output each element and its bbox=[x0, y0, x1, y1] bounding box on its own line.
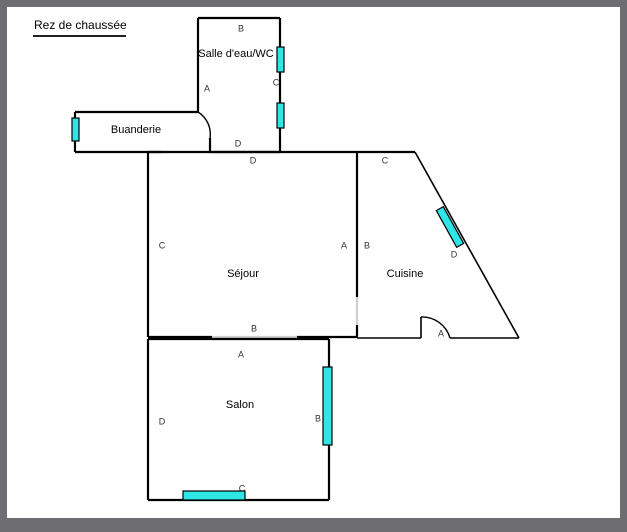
side-label-salon-a: A bbox=[238, 349, 244, 359]
side-label-salon-b: B bbox=[315, 413, 321, 423]
room-salon[interactable]: Salon A D B C bbox=[146, 337, 331, 502]
window-salle-deau-lower[interactable] bbox=[276, 102, 285, 129]
page-title: Rez de chaussée bbox=[34, 18, 127, 32]
window-salle-deau-upper[interactable] bbox=[276, 46, 285, 73]
side-label-sejour-b: B bbox=[251, 323, 257, 333]
side-label-cuisine-a: A bbox=[438, 328, 444, 338]
side-label-cuisine-d: D bbox=[451, 249, 458, 259]
door-arc-buanderie bbox=[197, 111, 211, 139]
room-label-salle-deau-wc: Salle d'eau/WC bbox=[198, 48, 274, 60]
room-buanderie[interactable]: Buanderie bbox=[73, 110, 211, 154]
side-label-cuisine-b: B bbox=[364, 240, 370, 250]
side-label-salle-deau-d: D bbox=[235, 138, 242, 148]
window-salon-south[interactable] bbox=[182, 490, 246, 501]
room-label-sejour: Séjour bbox=[227, 268, 259, 280]
window-cuisine-diagonal[interactable] bbox=[435, 205, 465, 249]
side-label-sejour-c: C bbox=[159, 240, 166, 250]
wall-cuisine-diagonal bbox=[414, 151, 520, 339]
side-label-salle-deau-c: C bbox=[273, 77, 280, 87]
room-sejour[interactable]: Séjour D C A B bbox=[146, 150, 359, 339]
side-label-sejour-a: A bbox=[341, 240, 347, 250]
side-label-salon-c: C bbox=[239, 483, 246, 493]
window-buanderie-west[interactable] bbox=[71, 117, 80, 142]
room-label-cuisine: Cuisine bbox=[387, 268, 424, 280]
plan-title-group: Rez de chaussée bbox=[33, 18, 127, 37]
side-label-cuisine-c: C bbox=[382, 155, 389, 165]
window-salon-east[interactable] bbox=[322, 366, 333, 446]
room-label-buanderie: Buanderie bbox=[111, 124, 161, 136]
room-label-salon: Salon bbox=[226, 399, 254, 411]
floor-plan-drawing: Rez de chaussée Salle d'eau/WC B A C D bbox=[33, 16, 520, 502]
windows-group bbox=[71, 46, 465, 501]
side-label-salle-deau-a: A bbox=[204, 83, 210, 93]
side-label-salle-deau-b: B bbox=[238, 23, 244, 33]
side-label-sejour-d: D bbox=[250, 155, 257, 165]
door-arc-cuisine bbox=[420, 316, 451, 339]
side-label-salon-d: D bbox=[159, 416, 166, 426]
room-cuisine[interactable]: Cuisine C B D A bbox=[357, 150, 520, 339]
